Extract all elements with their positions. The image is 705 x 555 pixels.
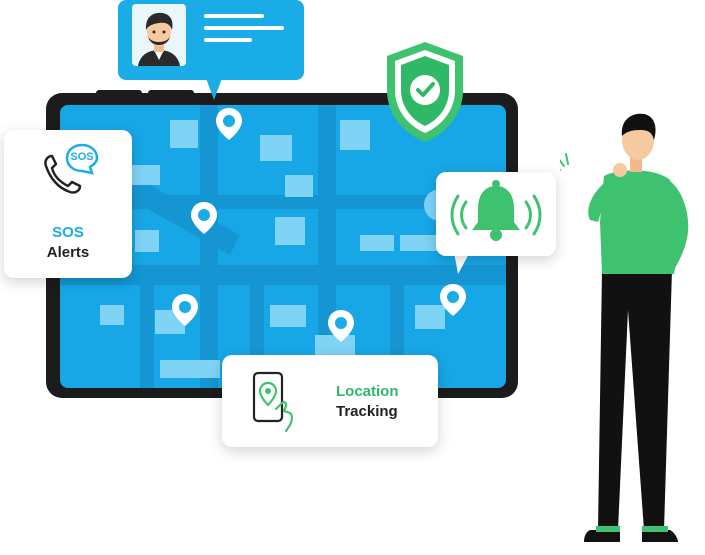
map-pin-icon[interactable] (326, 308, 356, 349)
location-tracking-card[interactable]: Location Tracking (222, 355, 438, 447)
map-pin-icon[interactable] (170, 292, 200, 333)
phone-icon (44, 154, 82, 194)
alerts-label: Alerts (46, 244, 90, 261)
sos-bubble-icon: SOS (64, 142, 100, 181)
location-label: Location (336, 383, 399, 400)
bell-icon (450, 180, 542, 241)
sos-badge-text: SOS (70, 151, 94, 163)
notification-card[interactable] (436, 172, 556, 256)
map-pin-icon[interactable] (214, 106, 244, 147)
sos-label: SOS (52, 224, 84, 241)
map-pin-icon[interactable] (189, 200, 219, 241)
person-figure (553, 110, 705, 555)
map-graphic (60, 105, 506, 388)
location-phone-icon (252, 371, 293, 433)
profile-text-line (204, 26, 284, 30)
map-screen[interactable] (60, 105, 506, 388)
profile-bubble-tail (206, 78, 222, 100)
profile-text-line (204, 38, 252, 42)
tracking-label: Tracking (336, 403, 398, 420)
map-pin-icon[interactable] (438, 282, 468, 323)
profile-text-line (204, 14, 264, 18)
sos-alerts-card[interactable]: SOS SOS Alerts (4, 130, 132, 278)
avatar (132, 4, 186, 66)
shield-check-icon (383, 40, 467, 149)
